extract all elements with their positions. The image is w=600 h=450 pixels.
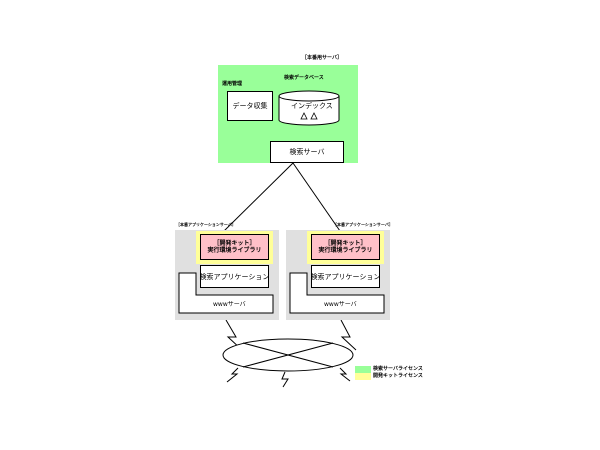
runtime-library-right: ［開発キット］ 実行環境ライブラリ [311,234,380,260]
kit-line2-left: 実行環境ライブラリ [207,247,262,254]
network-cross-2 [242,342,334,368]
www-label-left: wwwサーバ [213,301,246,308]
search-db-title: 検索データベース [284,75,324,81]
search-app-left: 検索アプリケーション [200,265,269,288]
index-label: インデックス [291,102,333,110]
lightning-icon [226,367,239,383]
dev-kit-license-left: ［開発キット］ 実行環境ライブラリ [196,231,273,264]
legend-label-kit: 開発キットライセンス [373,373,423,379]
search-server-box: 検索サーバ [270,141,344,163]
legend-swatch-kit [355,373,371,380]
www-label-right: wwwサーバ [324,301,357,308]
link-main-to-right [292,162,341,232]
dev-kit-license-right: ［開発キット］ 実行環境ライブラリ [307,231,384,264]
kit-line1-right: ［開発キット］ [324,239,367,247]
legend-swatch-search [355,366,371,373]
index-triangle-icon [300,112,308,120]
ops-label: 運用管理 [222,81,243,87]
runtime-library-left: ［開発キット］ 実行環境ライブラリ [200,234,269,260]
link-left-lightning [225,319,243,351]
legend-label-search: 検索サーバライセンス [373,366,423,372]
app-server-title-left: ［本番アプリケーションサーバ］ [176,222,236,227]
link-right-lightning [340,319,357,351]
main-server-title: ［本番用サーバ］ [302,55,342,61]
link-main-to-left [223,162,294,232]
index-triangle-icon [310,112,318,120]
search-app-right: 検索アプリケーション [311,265,380,288]
lightning-icon [339,367,351,382]
kit-line2-right: 実行環境ライブラリ [318,247,373,254]
lightning-icon [281,371,289,388]
app-server-title-right: ［本番アプリケーションサーバ］ [333,222,393,227]
data-collect-box: データ収集 [227,91,273,121]
kit-line1-left: ［開発キット］ [213,239,256,247]
